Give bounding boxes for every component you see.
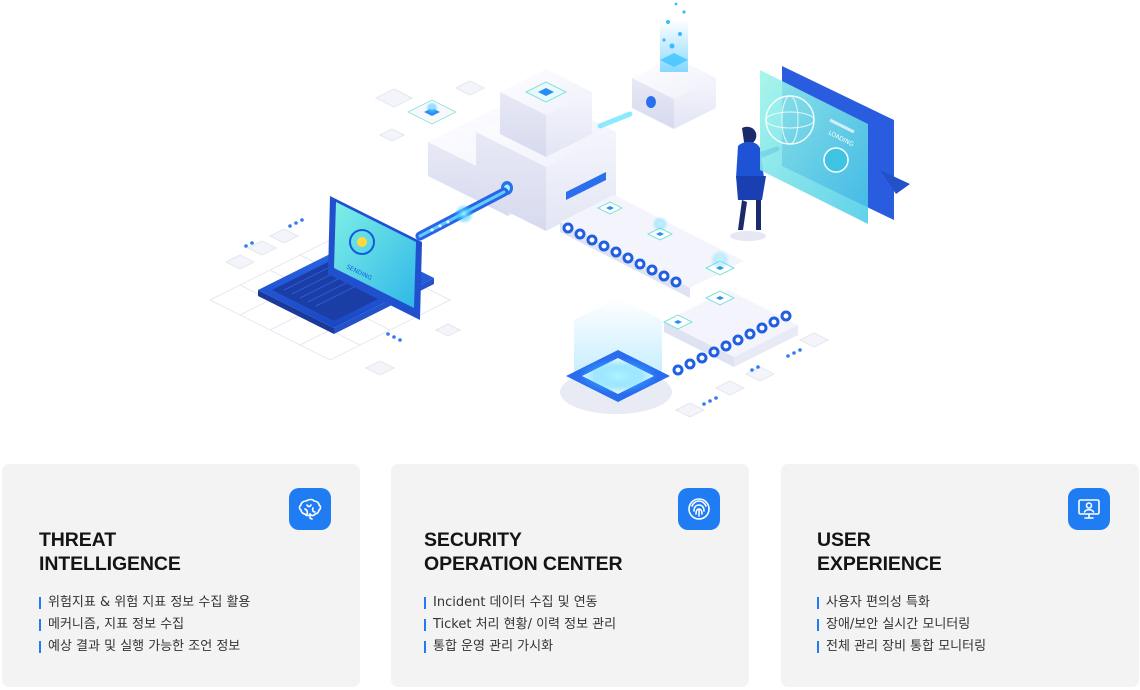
list-item-text: 메커니즘, 지표 정보 수집 — [48, 617, 185, 632]
list-item: Ticket 처리 현황/ 이력 정보 관리 — [424, 614, 724, 636]
card-threat-intelligence: THREAT INTELLIGENCE 위험지표 & 위험 지표 정보 수집 활… — [2, 464, 360, 687]
card-security-operation-center: SECURITY OPERATION CENTER Incident 데이터 수… — [391, 464, 749, 687]
bullet-bar — [817, 641, 819, 653]
list-item-text: Incident 데이터 수집 및 연동 — [433, 595, 598, 610]
monitor-user-icon — [1068, 488, 1110, 530]
conveyor-belt-upper — [560, 195, 744, 298]
laptop: SENDING — [258, 196, 434, 334]
glowing-pad — [560, 298, 672, 414]
conveyor-belt-lower — [662, 250, 798, 376]
card-feature-list: Incident 데이터 수집 및 연동 Ticket 처리 현황/ 이력 정보… — [424, 592, 724, 658]
card-title-line1: SECURITY — [424, 529, 522, 551]
card-feature-list: 사용자 편의성 특화 장애/보안 실시간 모니터링 전체 관리 장비 통합 모니… — [817, 592, 1117, 658]
server-block-top — [500, 69, 592, 157]
list-item-text: 장애/보안 실시간 모니터링 — [826, 617, 971, 632]
decor-tiles — [224, 80, 830, 418]
packet-cubes — [596, 201, 674, 241]
list-item: 메커니즘, 지표 정보 수집 — [39, 614, 339, 636]
card-title-line1: THREAT — [39, 529, 117, 551]
list-item: 전체 관리 장비 통합 모니터링 — [817, 636, 1117, 658]
bullet-bar — [39, 619, 41, 631]
list-item-text: 위험지표 & 위험 지표 정보 수집 활용 — [48, 595, 251, 610]
card-title: SECURITY OPERATION CENTER — [424, 528, 724, 576]
bullet-bar — [424, 619, 426, 631]
data-beam-left — [415, 187, 509, 241]
brain-icon — [289, 488, 331, 530]
server-block-right — [632, 2, 716, 129]
list-item-text: Ticket 처리 현황/ 이력 정보 관리 — [433, 617, 617, 632]
fingerprint-icon — [678, 488, 720, 530]
card-user-experience: USER EXPERIENCE 사용자 편의성 특화 장애/보안 실시간 모니터… — [781, 464, 1139, 687]
floating-cube-left — [406, 99, 458, 125]
link-beam-right — [597, 111, 633, 129]
card-feature-list: 위험지표 & 위험 지표 정보 수집 활용 메커니즘, 지표 정보 수집 예상 … — [39, 592, 339, 658]
card-title-line2: INTELLIGENCE — [39, 553, 181, 575]
list-item: 통합 운영 관리 가시화 — [424, 636, 724, 658]
bullet-bar — [817, 619, 819, 631]
list-item: 사용자 편의성 특화 — [817, 592, 1117, 614]
list-item: 위험지표 & 위험 지표 정보 수집 활용 — [39, 592, 339, 614]
card-title: USER EXPERIENCE — [817, 528, 1117, 576]
bullet-bar — [39, 641, 41, 653]
list-item-text: 통합 운영 관리 가시화 — [433, 639, 554, 654]
hero-illustration: SENDING — [208, 2, 910, 418]
bullet-bar — [424, 597, 426, 609]
feature-cards: THREAT INTELLIGENCE 위험지표 & 위험 지표 정보 수집 활… — [2, 464, 1140, 688]
list-item: 장애/보안 실시간 모니터링 — [817, 614, 1117, 636]
tablet-display: LOADING — [760, 66, 910, 224]
card-title-line2: EXPERIENCE — [817, 553, 942, 575]
list-item-text: 예상 결과 및 실행 가능한 조언 정보 — [48, 639, 241, 654]
card-title: THREAT INTELLIGENCE — [39, 528, 339, 576]
list-item: Incident 데이터 수집 및 연동 — [424, 592, 724, 614]
list-item-text: 전체 관리 장비 통합 모니터링 — [826, 639, 987, 654]
list-item: 예상 결과 및 실행 가능한 조언 정보 — [39, 636, 339, 658]
card-title-line2: OPERATION CENTER — [424, 553, 623, 575]
bullet-bar — [424, 641, 426, 653]
bullet-bar — [817, 597, 819, 609]
isometric-security-illustration: SENDING — [208, 2, 910, 418]
decor-dots — [244, 218, 802, 406]
list-item-text: 사용자 편의성 특화 — [826, 595, 930, 610]
bullet-bar — [39, 597, 41, 609]
card-title-line1: USER — [817, 529, 871, 551]
